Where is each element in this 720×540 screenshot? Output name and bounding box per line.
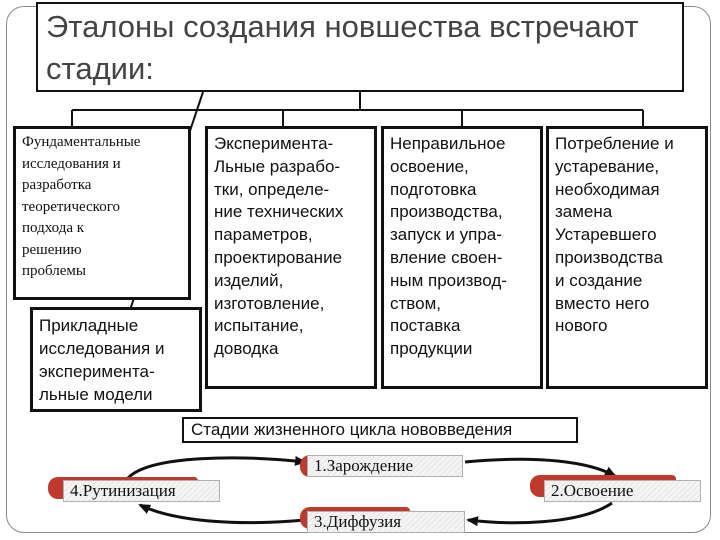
box-experimental-development: Эксперимента- Льные разрабо- тки, опреде… [205,126,377,389]
box-production-mastering: Неправильное освоение, подготовка произв… [381,126,543,389]
lifecycle-title: Стадии жизненного цикла нововведения [182,417,578,443]
box-consumption-obsolescence: Потребление и устаревание, необходимая з… [546,126,708,389]
stage-diffusion: 3.Диффузия [307,511,465,533]
cycle-arrow-diffusion-to-routinization [138,503,306,525]
box-applied-research: Прикладные исследования и эксперимента- … [30,307,202,412]
box-fundamental-research: Фундаментальные исследования и разработк… [13,126,191,300]
stage-routinization: 4.Рутинизация [63,480,220,502]
cycle-arrow-origin-to-mastering [464,457,617,478]
cycle-arrow-mastering-to-diffusion [466,501,613,527]
stage-origin: 1.Зарождение [307,455,463,477]
diagram-title: Эталоны создания новшества встречают ста… [36,2,684,92]
cycle-arrow-routinization-to-origin [126,455,307,480]
stage-mastering: 2.Освоение [544,480,701,502]
